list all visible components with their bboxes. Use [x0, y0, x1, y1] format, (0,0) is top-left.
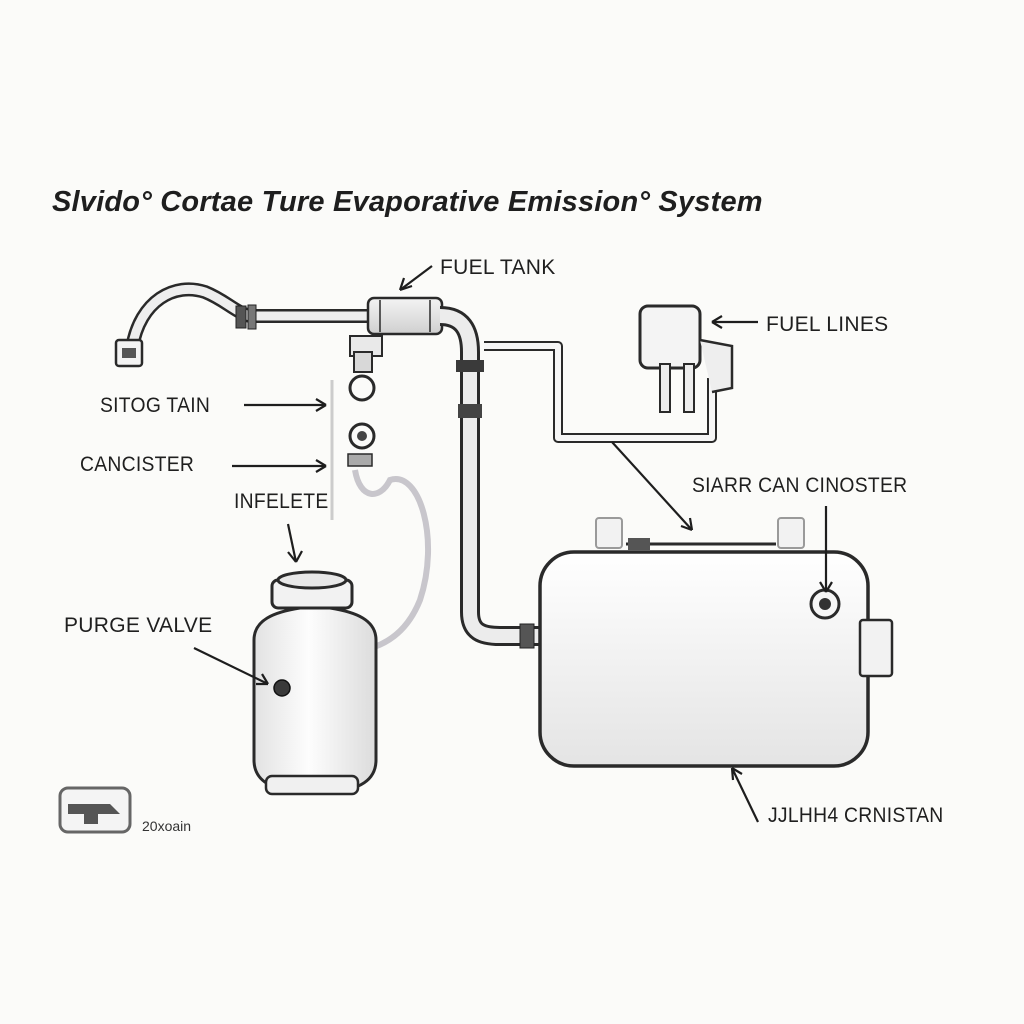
label-fuel-lines: FUEL LINES	[766, 313, 889, 336]
arrow-fuel-tank	[399, 265, 433, 291]
label-infelete: INFELETE	[234, 490, 329, 513]
legend-note: 20xoain	[142, 818, 192, 834]
tray-icon	[58, 786, 132, 834]
canister	[252, 570, 378, 796]
vapor-line	[484, 341, 717, 443]
fuel-tank	[538, 517, 894, 768]
arrow-purge-valve	[193, 647, 269, 685]
arrow-infelete	[286, 523, 298, 563]
fittings-column	[330, 335, 431, 655]
label-cancister: CANCISTER	[80, 453, 195, 476]
vertical-pipe	[439, 306, 540, 649]
arrow-siarr	[611, 441, 693, 531]
valve-box	[638, 304, 734, 413]
label-jjlhh4-crnistan: JJLHH4 CRNISTAN	[768, 804, 944, 827]
label-sitog-tain: SITOG TAIN	[100, 394, 211, 417]
label-purge-valve: PURGE VALVE	[64, 614, 213, 637]
label-siarr-can-cinoster: SIARR CAN CINOSTER	[692, 474, 908, 497]
label-fuel-tank: FUEL TANK	[440, 256, 556, 279]
arrow-jjlhh4	[731, 767, 759, 823]
arrows	[193, 265, 833, 823]
top-hose	[114, 282, 447, 368]
diagram-title: Slvido° Cortae Ture Evaporative Emission…	[52, 186, 763, 218]
